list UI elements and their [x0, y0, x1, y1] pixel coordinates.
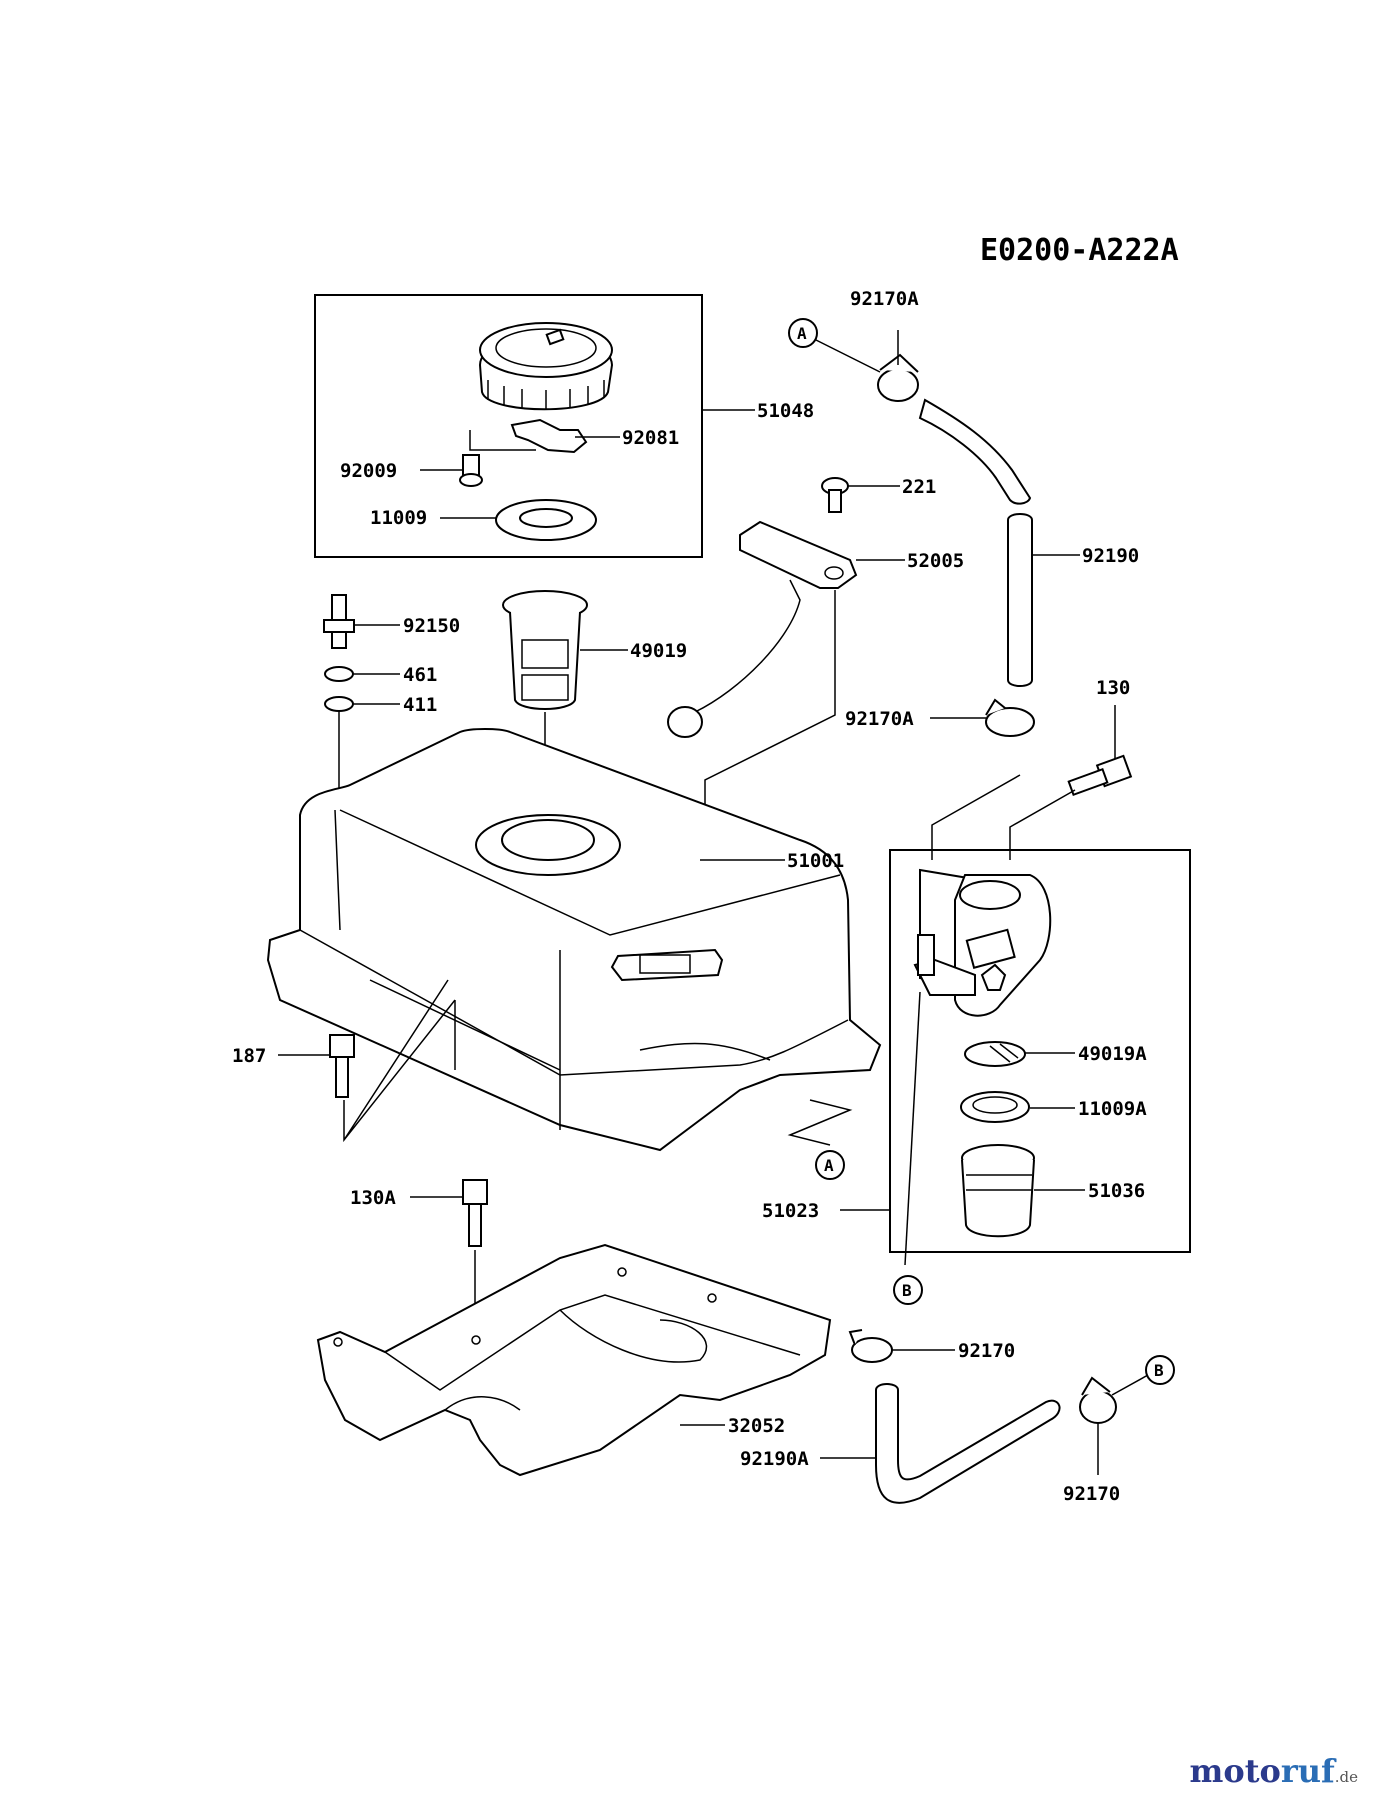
label-130: 130 [1096, 677, 1130, 699]
label-92081: 92081 [622, 427, 679, 449]
fuel-cock-box [889, 849, 1191, 1253]
stud-92150-part [323, 594, 355, 649]
label-130A: 130A [350, 1187, 396, 1209]
screw-221-part [821, 477, 849, 513]
fuel-cap-part [478, 322, 614, 411]
label-32052: 32052 [728, 1415, 785, 1437]
callout-b-top-letter: B [902, 1281, 912, 1300]
callout-a-bottom-letter: A [824, 1156, 834, 1175]
label-51023: 51023 [762, 1200, 819, 1222]
sediment-screen-part [964, 1041, 1026, 1067]
callout-a-top [788, 318, 818, 348]
callout-b-top [893, 1275, 923, 1305]
fuel-hose-upper-part [918, 398, 1032, 505]
diagram-code: E0200-A222A [980, 233, 1179, 268]
callout-a-bottom [815, 1150, 845, 1180]
fuel-cap-kit-box [314, 294, 703, 558]
label-49019A: 49019A [1078, 1043, 1147, 1065]
fuel-strainer-part [502, 590, 588, 710]
fuel-gauge-unit-part [667, 520, 858, 738]
callout-a-top-letter: A [797, 324, 807, 343]
cap-gasket-part [510, 418, 588, 454]
label-92170A-mid: 92170A [845, 708, 914, 730]
callout-b-bottom-letter: B [1154, 1361, 1164, 1380]
hose-clamp-mid-part [985, 698, 1035, 737]
label-187: 187 [232, 1045, 266, 1067]
label-221: 221 [902, 476, 936, 498]
label-92150: 92150 [403, 615, 460, 637]
bolt-130-part [1067, 754, 1133, 797]
bowl-seal-ring-part [960, 1091, 1030, 1123]
label-51036: 51036 [1088, 1180, 1145, 1202]
label-92170-b: 92170 [1063, 1483, 1120, 1505]
fuel-hose-92190A-part [875, 1383, 1061, 1504]
label-49019: 49019 [630, 640, 687, 662]
label-92170A-top: 92170A [850, 288, 919, 310]
label-11009A: 11009A [1078, 1098, 1147, 1120]
fuel-cock-part [913, 868, 1052, 1017]
hose-clamp-top-part [877, 353, 919, 402]
label-11009: 11009 [370, 507, 427, 529]
sediment-bowl-part [961, 1144, 1035, 1238]
brand-tld: .de [1334, 1768, 1358, 1786]
tank-base-plate-part [316, 1243, 832, 1477]
label-92190: 92190 [1082, 545, 1139, 567]
brand-watermark: motoruf.de [1190, 1752, 1358, 1790]
label-461: 461 [403, 664, 437, 686]
fuel-tank-part [266, 728, 882, 1152]
label-92190A: 92190A [740, 1448, 809, 1470]
label-52005: 52005 [907, 550, 964, 572]
label-92170-a: 92170 [958, 1340, 1015, 1362]
label-51048: 51048 [757, 400, 814, 422]
fuel-hose-92190-part [1007, 513, 1033, 687]
screw-92009-part [459, 454, 483, 487]
label-51001: 51001 [787, 850, 844, 872]
washer-461-part [324, 666, 354, 682]
hose-clamp-lower-part [848, 1329, 893, 1363]
washer-411-part [324, 696, 354, 712]
hose-clamp-right-part [1079, 1376, 1117, 1424]
label-92009: 92009 [340, 460, 397, 482]
bolt-130A-part [462, 1179, 488, 1247]
callout-b-bottom [1145, 1355, 1175, 1385]
bolt-187-part [329, 1034, 355, 1098]
brand-part-1: moto [1189, 1752, 1281, 1790]
cap-seal-ring-part [495, 499, 597, 541]
label-411: 411 [403, 694, 437, 716]
brand-part-2: ruf [1280, 1752, 1335, 1790]
